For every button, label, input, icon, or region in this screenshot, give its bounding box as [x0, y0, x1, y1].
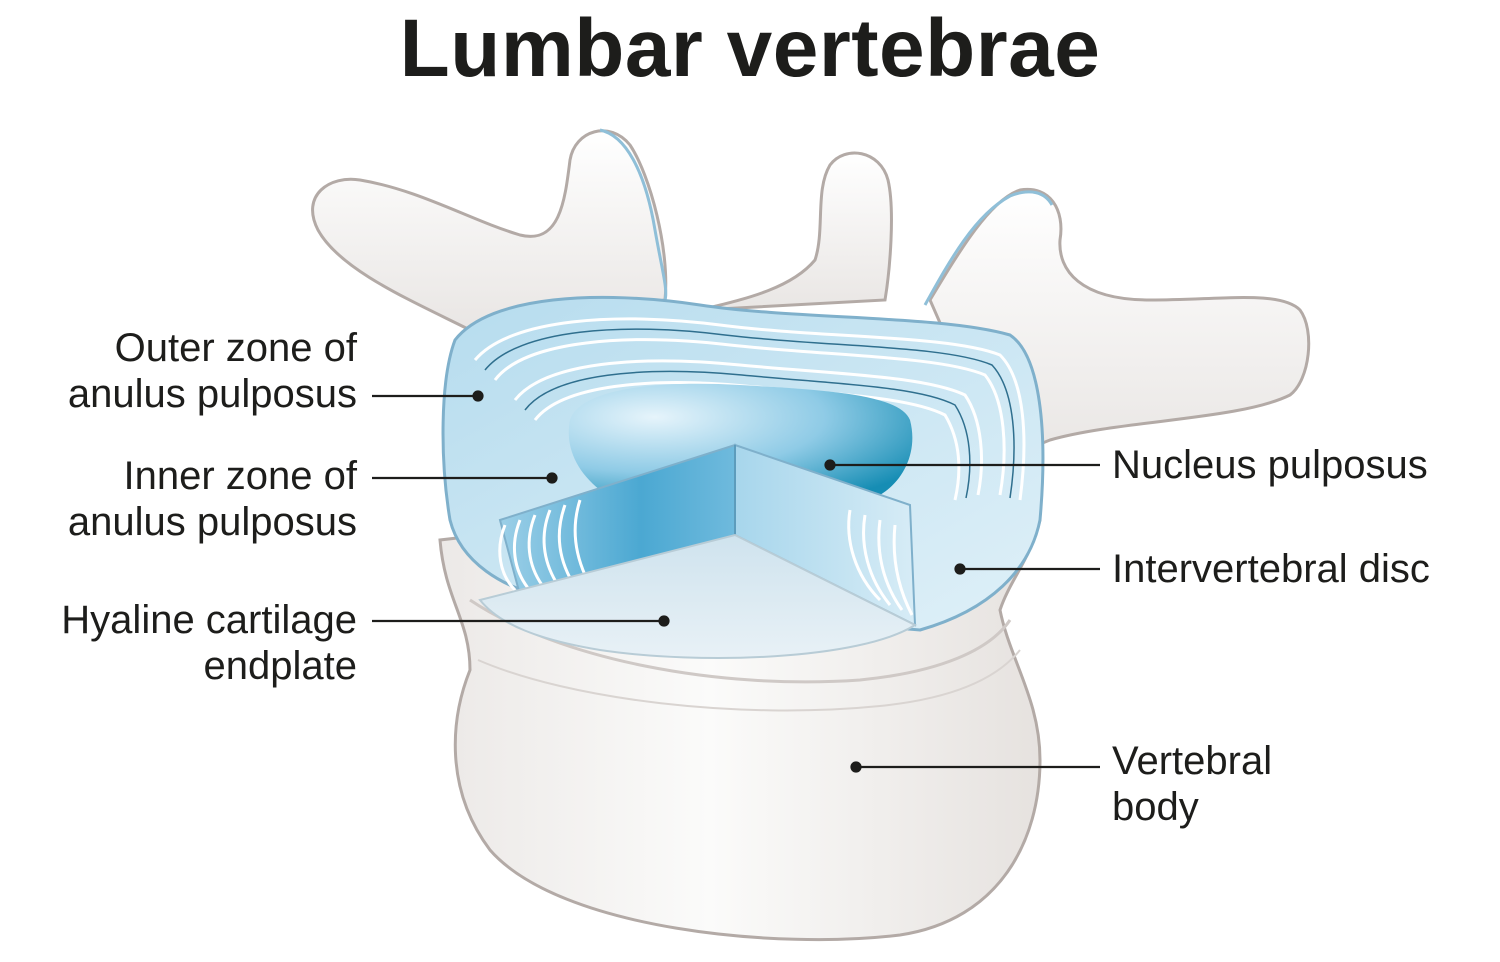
- leader-lines: [372, 390, 1100, 773]
- label-outer-zone: Outer zone of anulus pulposus: [67, 326, 357, 416]
- label-vertebral-body: Vertebral body: [1112, 739, 1273, 829]
- label-hyaline-cartilage: Hyaline cartilage endplate: [61, 598, 357, 688]
- diagram-title: Lumbar vertebrae: [399, 3, 1101, 94]
- left-transverse-process: [311, 129, 668, 332]
- hyaline-endplate-shape: [478, 533, 918, 659]
- spinous-process: [699, 151, 893, 312]
- label-inner-zone: Inner zone of anulus pulposus: [67, 454, 357, 544]
- label-intervertebral-disc: Intervertebral disc: [1112, 547, 1430, 591]
- label-nucleus-pulposus: Nucleus pulposus: [1112, 443, 1428, 487]
